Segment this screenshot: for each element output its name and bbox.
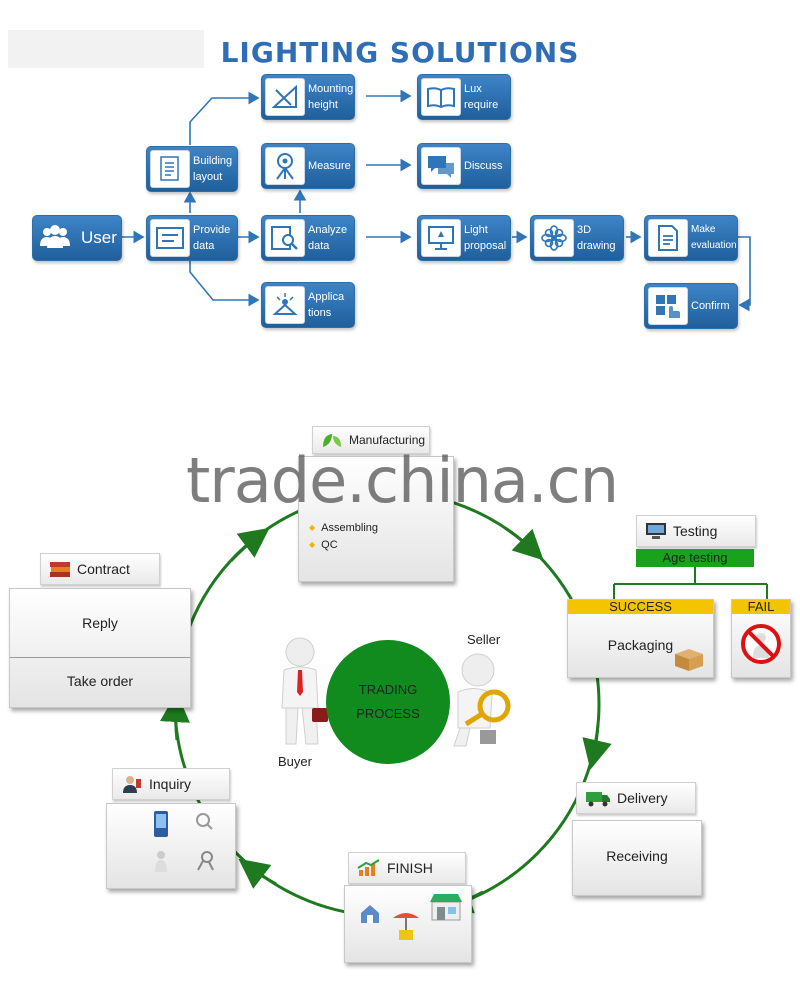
market-stall-icon xyxy=(391,908,421,942)
truck-icon xyxy=(585,789,611,807)
finish-header: FINISH xyxy=(348,852,466,884)
seller-label: Seller xyxy=(467,632,500,647)
inquiry-card xyxy=(106,803,236,889)
delivery-header-label: Delivery xyxy=(617,790,668,806)
trading-line-1: TRADING xyxy=(326,678,450,702)
contract-header: Contract xyxy=(40,553,160,585)
growth-chart-icon xyxy=(357,859,381,877)
trading-line-2: PROCESS xyxy=(326,702,450,726)
inquiry-header-label: Inquiry xyxy=(149,776,191,792)
mobile-phone-icon xyxy=(153,810,169,838)
seller-figure xyxy=(436,648,522,748)
delivery-header: Delivery xyxy=(576,782,696,814)
receiving-card: Receiving xyxy=(572,820,702,896)
trading-process-circle: TRADING PROCESS xyxy=(326,640,450,764)
watermark: trade.china.cn xyxy=(186,444,618,517)
contract-divider xyxy=(10,657,190,658)
reply-label: Reply xyxy=(10,615,190,631)
house-icon xyxy=(359,902,381,924)
success-banner: SUCCESS xyxy=(568,600,713,614)
testing-header-label: Testing xyxy=(673,523,717,539)
person-icon xyxy=(153,850,169,872)
finish-card xyxy=(344,885,472,963)
fail-card: FAIL xyxy=(731,599,791,678)
box-icon xyxy=(672,646,706,672)
person-phone-icon xyxy=(121,775,143,793)
pliers-icon xyxy=(195,850,217,872)
age-testing-bar: Age testing xyxy=(636,549,754,567)
books-icon xyxy=(49,560,71,578)
take-order-label: Take order xyxy=(10,673,190,689)
fail-banner: FAIL xyxy=(732,600,790,614)
search-icon xyxy=(195,812,213,830)
prohibited-icon xyxy=(739,620,783,668)
buyer-label: Buyer xyxy=(278,754,312,769)
shop-icon xyxy=(429,892,463,922)
contract-header-label: Contract xyxy=(77,561,130,577)
manufacturing-item-qc: QC xyxy=(309,539,338,551)
buyer-figure xyxy=(272,636,332,748)
finish-header-label: FINISH xyxy=(387,860,433,876)
contract-card: Reply Take order xyxy=(9,588,191,708)
packaging-card: SUCCESS Packaging xyxy=(567,599,714,678)
inquiry-header: Inquiry xyxy=(112,768,230,800)
computer-icon xyxy=(645,522,667,540)
testing-header: Testing xyxy=(636,515,756,547)
receiving-label: Receiving xyxy=(573,848,701,864)
manufacturing-item-assembling: Assembling xyxy=(309,522,378,534)
